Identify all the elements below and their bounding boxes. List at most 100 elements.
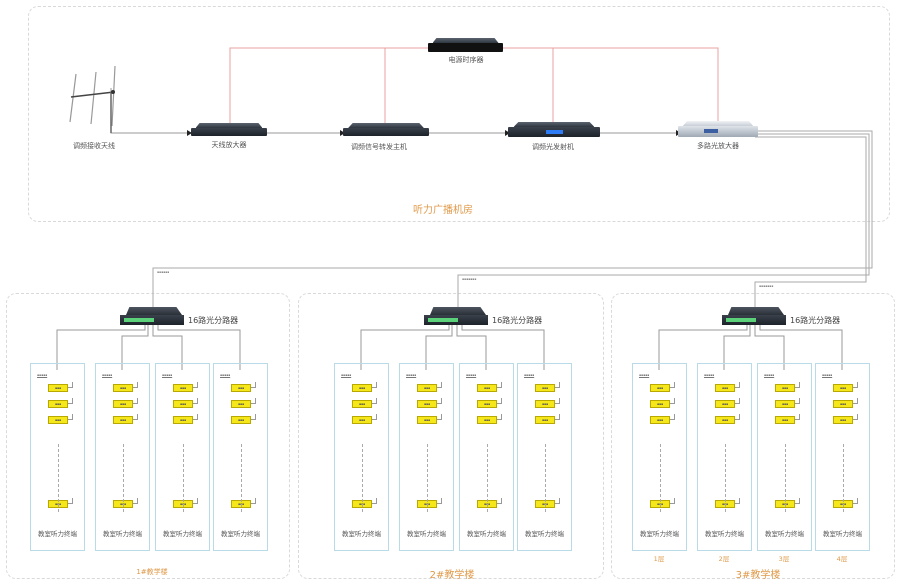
floor-caption: 教室听力终端 — [103, 530, 142, 538]
terminal-lead — [437, 382, 442, 388]
floor-column: ▪▪▪▪▪▪▪▪▪▪▪▪▪▪▪▪▪教室听力终端 — [30, 363, 85, 551]
fm-host-label: 调频信号转发主机 — [351, 143, 407, 151]
terminal-lead — [670, 498, 675, 504]
terminal-lead — [670, 414, 675, 420]
terminal-lead — [555, 414, 560, 420]
listening-terminal: ▪▪▪ — [113, 416, 133, 424]
terminal-lead — [133, 398, 138, 404]
listening-terminal: ▪▪▪ — [113, 384, 133, 392]
listening-terminal: ▪▪▪ — [352, 384, 372, 392]
listening-terminal: ▪▪▪ — [231, 384, 251, 392]
listening-terminal: ▪▪▪ — [48, 416, 68, 424]
terminal-lead — [497, 398, 502, 404]
terminal-lead — [133, 414, 138, 420]
floor-column: ▪▪▪▪▪▪▪▪▪▪▪▪▪▪▪▪▪教室听力终端 — [815, 363, 870, 551]
machine-room-zone — [28, 6, 890, 222]
listening-terminal: ▪▪▪ — [173, 416, 193, 424]
terminal-lead — [251, 398, 256, 404]
terminal-lead — [372, 498, 377, 504]
listening-terminal: ▪▪▪ — [535, 384, 555, 392]
building-3-zone — [611, 293, 895, 579]
floor-tag: ▪▪▪▪▪ — [639, 373, 650, 377]
splitter-label-2: 16路光分路器 — [492, 316, 543, 325]
floor-tag: ▪▪▪▪▪ — [220, 373, 231, 377]
listening-terminal: ▪▪▪ — [477, 400, 497, 408]
listening-terminal: ▪▪▪ — [650, 400, 670, 408]
terminal-lead — [795, 498, 800, 504]
terminal-lead — [735, 382, 740, 388]
splitter-label-3: 16路光分路器 — [790, 316, 841, 325]
listening-terminal: ▪▪▪ — [477, 416, 497, 424]
terminal-lead — [670, 398, 675, 404]
terminal-lead — [555, 498, 560, 504]
listening-terminal: ▪▪▪ — [352, 400, 372, 408]
listening-terminal: ▪▪▪ — [231, 416, 251, 424]
antenna-amplifier-device — [191, 128, 267, 136]
terminal-lead — [853, 414, 858, 420]
listening-terminal: ▪▪▪ — [715, 384, 735, 392]
listening-terminal: ▪▪▪ — [231, 400, 251, 408]
listening-terminal: ▪▪▪ — [417, 416, 437, 424]
terminal-lead — [437, 414, 442, 420]
floor-tag: ▪▪▪▪▪ — [341, 373, 352, 377]
floor-caption: 教室听力终端 — [823, 530, 862, 538]
building-2-zone — [298, 293, 604, 579]
antenna-amplifier-label: 天线放大器 — [211, 141, 247, 149]
terminal-lead — [735, 398, 740, 404]
terminal-lead — [497, 382, 502, 388]
terminal-lead — [437, 498, 442, 504]
listening-terminal: ▪▪▪ — [477, 384, 497, 392]
splitter-ports — [124, 318, 154, 322]
floor-number: 3层 — [778, 555, 790, 563]
terminal-lead — [853, 382, 858, 388]
floor-tag: ▪▪▪▪▪ — [406, 373, 417, 377]
floor-column: ▪▪▪▪▪▪▪▪▪▪▪▪▪▪▪▪▪教室听力终端 — [334, 363, 389, 551]
floor-tag: ▪▪▪▪▪ — [822, 373, 833, 377]
listening-terminal: ▪▪▪ — [650, 384, 670, 392]
listening-terminal: ▪▪▪ — [833, 416, 853, 424]
terminal-lead — [193, 498, 198, 504]
optical-transmitter-device — [508, 127, 600, 137]
display-screen — [704, 129, 718, 133]
listening-terminal: ▪▪▪ — [715, 400, 735, 408]
terminal-lead — [68, 398, 73, 404]
continuation-dots — [58, 444, 59, 512]
terminal-lead — [133, 382, 138, 388]
splitter-device-1 — [120, 315, 184, 325]
listening-terminal: ▪▪▪ — [833, 384, 853, 392]
terminal-lead — [68, 498, 73, 504]
terminal-lead — [133, 498, 138, 504]
listening-terminal: ▪▪▪ — [535, 416, 555, 424]
power-sequencer-device — [428, 43, 503, 52]
floor-column: ▪▪▪▪▪▪▪▪▪▪▪▪▪▪▪▪▪教室听力终端 — [632, 363, 687, 551]
listening-terminal: ▪▪▪ — [775, 400, 795, 408]
floor-number: 1层 — [653, 555, 665, 563]
terminal-lead — [670, 382, 675, 388]
splitter-ports — [726, 318, 756, 322]
continuation-dots — [362, 444, 363, 512]
display-screen — [546, 130, 563, 134]
listening-terminal: ▪▪▪ — [48, 384, 68, 392]
floor-caption: 教室听力终端 — [765, 530, 804, 538]
floor-caption: 教室听力终端 — [342, 530, 381, 538]
fiber-tag: ▪▪▪▪▪▪▪ — [462, 277, 477, 281]
optical-amplifier-label: 多路光放大器 — [697, 142, 739, 150]
terminal-lead — [497, 414, 502, 420]
splitter-device-3 — [722, 315, 786, 325]
continuation-dots — [427, 444, 428, 512]
terminal-lead — [735, 414, 740, 420]
antenna-icon — [62, 64, 118, 134]
terminal-lead — [251, 382, 256, 388]
floor-number: 4层 — [836, 555, 848, 563]
power-sequencer-label: 电源时序器 — [448, 56, 484, 64]
building-2-title: 2#教学楼 — [429, 570, 475, 581]
floor-tag: ▪▪▪▪▪ — [466, 373, 477, 377]
floor-caption: 教室听力终端 — [221, 530, 260, 538]
floor-column: ▪▪▪▪▪▪▪▪▪▪▪▪▪▪▪▪▪教室听力终端 — [399, 363, 454, 551]
floor-tag: ▪▪▪▪▪ — [162, 373, 173, 377]
listening-terminal: ▪▪▪ — [48, 400, 68, 408]
terminal-lead — [795, 398, 800, 404]
continuation-dots — [843, 444, 844, 512]
listening-terminal: ▪▪▪ — [173, 400, 193, 408]
terminal-lead — [372, 382, 377, 388]
